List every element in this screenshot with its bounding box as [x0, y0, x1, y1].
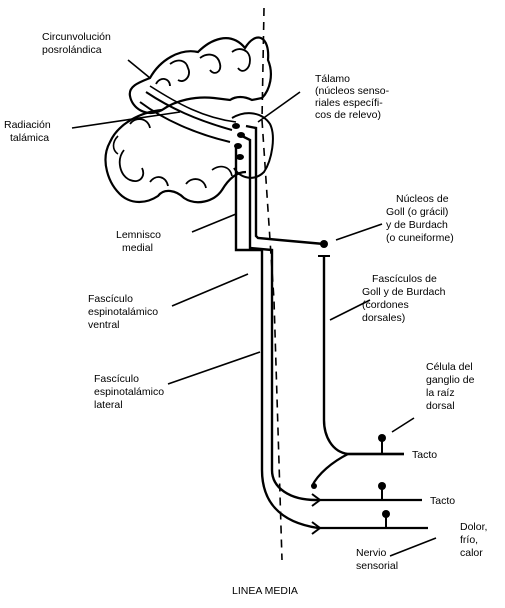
cortex-outline — [130, 38, 271, 113]
leader-espino-lateral — [168, 352, 260, 384]
label-circunvolucion: Circunvolución posrolándica — [42, 31, 114, 56]
gyrus-5 — [114, 136, 233, 176]
touch-fibre-1 — [312, 454, 404, 486]
label-linea-media: LINEA MEDIA — [232, 585, 298, 597]
ganglion-cell-3 — [382, 510, 390, 518]
leader-lemnisco — [192, 214, 236, 232]
leader-celula — [392, 418, 414, 432]
ascending-tracts — [236, 126, 404, 528]
label-dolor: Dolor, frío, calor — [460, 521, 490, 559]
leader-radiacion — [72, 112, 180, 128]
label-fasciculos-goll: Fascículos de Goll y de Burdach (cordone… — [362, 273, 448, 324]
label-celula: Célula del ganglio de la raíz dorsal — [426, 361, 477, 412]
labels: Circunvolución posrolándica Radiación ta… — [4, 31, 490, 597]
sensory-inputs — [311, 434, 428, 534]
gyrus-3 — [120, 150, 168, 186]
label-nervio: Nervio sensorial — [356, 547, 398, 572]
label-nucleos: Núcleos de Goll (o grácil) y de Burdach … — [386, 193, 454, 244]
leader-espino-ventral — [172, 274, 248, 306]
label-radiacion: Radiación talámica — [4, 119, 54, 144]
internal-capsule-lower — [140, 102, 230, 142]
ganglion-cell-1 — [378, 434, 386, 442]
ganglion-cell-2 — [378, 482, 386, 490]
label-espino-lateral: Fascículo espinotalámico lateral — [94, 373, 167, 411]
leader-circunvolucion — [128, 60, 150, 78]
label-lemnisco: Lemnisco medial — [116, 229, 164, 254]
tract-medial-lemniscus — [246, 126, 324, 244]
tract-lateral-spinothalamic — [236, 146, 318, 528]
leader-nucleos — [336, 224, 382, 240]
label-tacto-2: Tacto — [430, 495, 455, 507]
gyrus-2 — [156, 49, 250, 86]
nucleus-gracilis-cuneatus — [320, 240, 328, 248]
label-espino-ventral: Fascículo espinotalámico ventral — [88, 293, 161, 331]
gyrus-1 — [170, 55, 220, 81]
thalamus-nucleus-1 — [232, 123, 240, 129]
synapse-dot-touch-1 — [311, 483, 317, 489]
leader-nervio — [390, 538, 436, 556]
label-tacto-1: Tacto — [412, 449, 437, 461]
label-talamo: Tálamo (núcleos senso- riales específi- … — [315, 73, 392, 121]
